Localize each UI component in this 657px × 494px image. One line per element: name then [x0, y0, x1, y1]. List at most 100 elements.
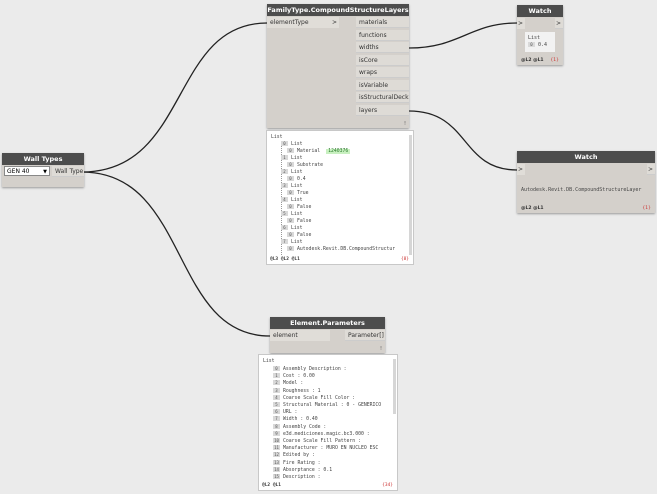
port-label: isCore: [359, 56, 378, 64]
list-value: Edited by :: [283, 453, 315, 459]
node-title: Watch: [517, 5, 563, 17]
output-port-isstructuraldeck[interactable]: isStructuralDeck: [356, 92, 409, 103]
wire-layers-to-watch[interactable]: [408, 110, 518, 171]
output-port-parameters[interactable]: Parameter[]: [345, 330, 385, 341]
watch-output-port[interactable]: >: [555, 18, 563, 29]
list-value: List: [291, 212, 303, 217]
list-value: List: [291, 170, 303, 175]
output-port-wraps[interactable]: wraps: [356, 67, 409, 78]
list-index: 0: [273, 366, 280, 371]
list-index: 5: [281, 211, 288, 216]
list-index: 0: [287, 246, 294, 251]
preview-levels: @L2 @L1: [262, 483, 281, 488]
list-index: 1: [281, 155, 288, 160]
list-index: 11: [273, 445, 280, 451]
list-value: Assembly Code :: [283, 424, 327, 430]
output-port-materials[interactable]: materials: [356, 17, 409, 28]
element-parameters-node[interactable]: Element.Parameters element Parameter[] !: [270, 317, 385, 353]
familytype-node[interactable]: FamilyType.CompoundStructureLayers eleme…: [267, 4, 409, 128]
watch-input-port[interactable]: >: [517, 164, 525, 175]
watch-input-port[interactable]: >: [517, 18, 525, 29]
output-port-isvariable[interactable]: isVariable: [356, 79, 409, 91]
list-index: 0: [287, 232, 294, 237]
preview-count: {34}: [382, 483, 393, 488]
wall-type-dropdown[interactable]: GEN 40 ▼: [4, 166, 50, 176]
list-index: 0: [281, 141, 288, 146]
list-index: 6: [281, 225, 288, 230]
preview-levels: @L3 @L2 @L1: [270, 257, 300, 262]
input-port-element[interactable]: element: [270, 330, 330, 341]
output-port-layers[interactable]: layers: [356, 104, 409, 116]
list-value: True: [297, 191, 309, 196]
list-index: 13: [273, 459, 280, 465]
list-index: 2: [273, 380, 280, 386]
list-value: Manufacturer : MURO EN NUCLEO ESC: [283, 446, 379, 452]
list-value: Fire Rating :: [283, 460, 321, 466]
watch-node-layers[interactable]: Watch > > Autodesk.Revit.DB.CompoundStru…: [517, 151, 655, 213]
list-value: Substrate: [297, 163, 323, 168]
list-index: 0: [528, 42, 535, 47]
preview-scrollbar[interactable]: [409, 135, 412, 255]
list-value: URL :: [283, 410, 298, 416]
preview-root: List: [263, 359, 275, 364]
output-port-widths[interactable]: widths: [356, 42, 409, 53]
list-value: Structural Material : 0 - GENERICO: [283, 403, 382, 408]
list-value: False: [297, 205, 312, 210]
warning-icon: !: [403, 121, 406, 127]
list-value: False: [297, 233, 312, 238]
list-value: Model :: [283, 381, 304, 387]
node-title: Wall Types: [2, 153, 84, 165]
watch-output-port[interactable]: >: [647, 164, 655, 175]
wire-walltype-to-element[interactable]: [81, 171, 271, 337]
watch-levels: @L2 @L1: [521, 206, 544, 211]
wall-types-node[interactable]: Wall Types GEN 40 ▼ Wall Type: [2, 153, 84, 187]
list-index: 7: [273, 416, 280, 422]
list-value: Width : 0.40: [283, 417, 318, 423]
output-port-wall-type[interactable]: Wall Type: [52, 166, 84, 177]
list-value: Coarse Scale Fill Pattern :: [283, 439, 361, 444]
port-label: >: [518, 166, 524, 173]
preview-scrollbar[interactable]: [393, 359, 396, 414]
output-port-iscore[interactable]: isCore: [356, 54, 409, 66]
output-port-functions[interactable]: functions: [356, 29, 409, 41]
list-value: 0.4: [297, 177, 306, 182]
list-index: 7: [281, 239, 288, 244]
list-index: 5: [273, 402, 280, 407]
list-index: 8: [273, 423, 280, 429]
port-label: >: [556, 20, 562, 27]
port-label: elementType: [270, 19, 309, 26]
wire-walltype-to-familytype[interactable]: [81, 22, 268, 173]
material-id-badge[interactable]: 1240376: [326, 149, 351, 154]
list-index: 3: [281, 183, 288, 188]
list-index: 9: [273, 430, 280, 436]
list-index: 0: [287, 204, 294, 209]
list-index: 12: [273, 452, 280, 458]
list-value: List: [291, 142, 303, 147]
port-label: widths: [359, 44, 379, 51]
list-index: 6: [273, 409, 280, 415]
list-value: False: [297, 219, 312, 224]
port-label: materials: [359, 19, 388, 26]
input-port-element-type[interactable]: elementType >: [267, 17, 339, 28]
wire-widths-to-watch[interactable]: [408, 22, 518, 49]
list-index: 10: [273, 438, 280, 443]
